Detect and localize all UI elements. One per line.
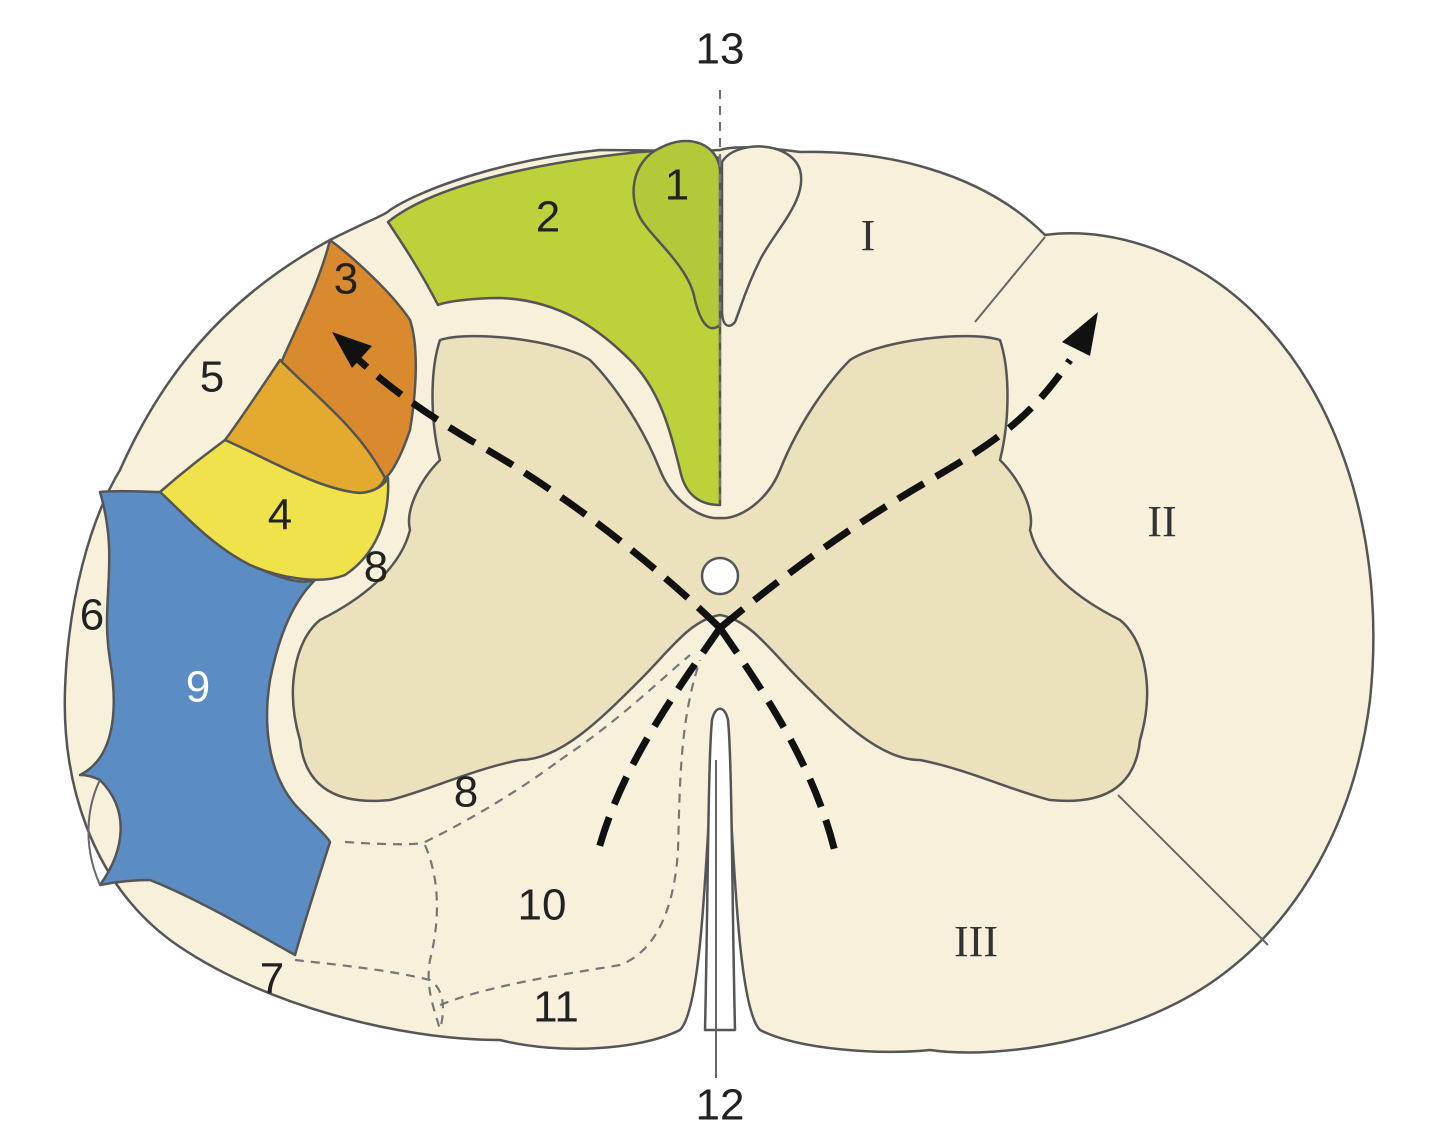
tract-2 (386, 150, 722, 507)
label-5: 5 (200, 353, 224, 402)
label-2: 2 (536, 193, 560, 242)
arrowhead-right (1062, 312, 1098, 356)
funiculus-boundary-lower (1117, 794, 1269, 946)
label-funiculus-II: II (1147, 497, 1176, 546)
label-12: 12 (696, 1081, 745, 1130)
label-4: 4 (268, 491, 292, 540)
arrowhead-left (332, 332, 372, 368)
pathway-left-ascending (345, 347, 723, 631)
pathway-right-descending (717, 626, 839, 853)
label-8-lower: 8 (454, 768, 478, 817)
region-boundary-11 (439, 659, 702, 1007)
anterior-median-fissure (703, 707, 737, 1032)
label-7: 7 (260, 955, 284, 1004)
label-9: 9 (186, 663, 210, 712)
region-boundary-7 (294, 958, 445, 1031)
central-canal (700, 556, 740, 596)
label-3: 3 (334, 255, 358, 304)
region-boundary-10-inner (559, 654, 691, 761)
region-boundary-10-top (423, 844, 442, 1031)
label-10: 10 (518, 881, 567, 930)
label-6: 6 (80, 591, 104, 640)
dorsal-column-right (720, 145, 803, 327)
label-funiculus-I: I (861, 211, 876, 260)
label-8-upper: 8 (364, 543, 388, 592)
pathway-left-descending (594, 626, 723, 853)
region-boundary-6 (87, 779, 101, 886)
tract-9 (78, 489, 332, 957)
region-boundary-8 (344, 759, 561, 846)
pathway-right-ascending (717, 358, 1073, 631)
tract-1 (632, 139, 722, 330)
label-11: 11 (533, 983, 579, 1032)
label-1: 1 (665, 161, 689, 210)
label-funiculus-III: III (954, 917, 998, 966)
label-13: 13 (696, 25, 745, 74)
funiculus-boundary-upper (974, 236, 1046, 323)
